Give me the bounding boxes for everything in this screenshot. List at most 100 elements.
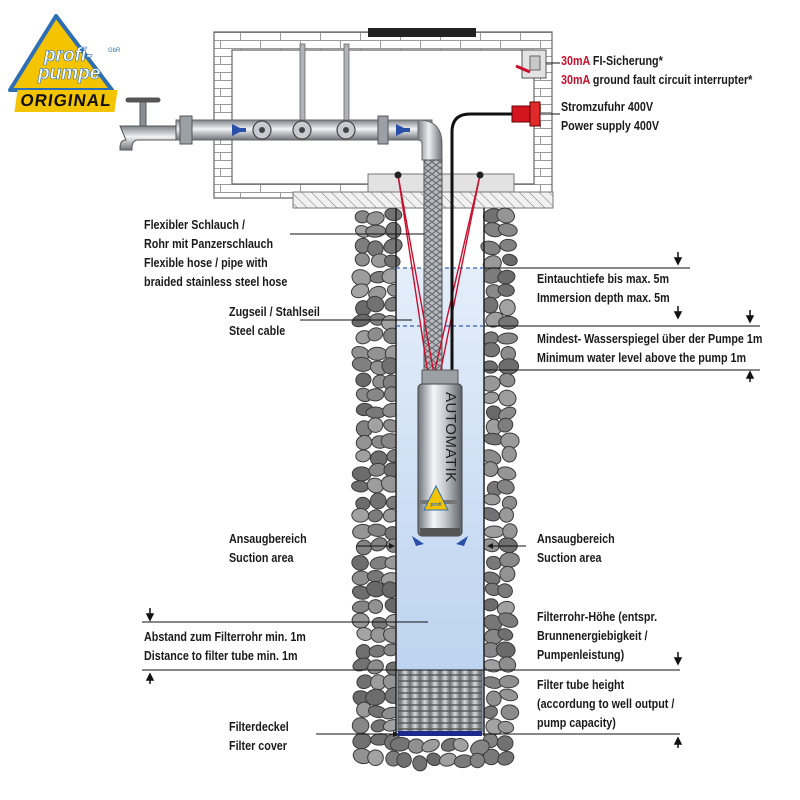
distance-label-de: Abstand zum Filterrohr min. 1m — [144, 630, 306, 644]
stone — [497, 269, 516, 285]
hose-label-2: Rohr mit Panzerschlauch — [144, 237, 274, 251]
pump-logo-icon — [423, 484, 449, 511]
stone — [351, 480, 369, 493]
stone — [498, 389, 517, 407]
stone — [480, 240, 501, 256]
suction-arrow-left — [412, 536, 424, 546]
immersion-label-en: Immersion depth max. 5m — [537, 291, 670, 305]
stone — [497, 223, 518, 237]
cable-label-en: Steel cable — [229, 324, 286, 338]
stone — [367, 509, 383, 523]
stone — [412, 755, 428, 772]
stone — [367, 749, 384, 767]
logo-mark: GbR — [108, 48, 121, 54]
shaft-lid — [368, 28, 476, 37]
leader-lines — [142, 233, 760, 737]
stone — [498, 612, 519, 628]
hose-label-4: braided stainless steel hose — [144, 275, 288, 289]
suction-arrow-right — [456, 536, 468, 546]
stone — [350, 283, 370, 299]
stone — [498, 315, 519, 330]
stone — [351, 356, 373, 372]
stone — [355, 372, 372, 388]
fi-breaker — [515, 49, 547, 79]
logo-original-badge: ORIGINAL — [14, 90, 118, 112]
stone — [354, 252, 370, 267]
stone — [498, 358, 520, 375]
stone — [367, 327, 384, 342]
stone — [369, 492, 387, 510]
outlet-pipe — [119, 43, 443, 161]
stone — [383, 238, 403, 254]
stone — [500, 704, 520, 721]
stone — [351, 507, 370, 523]
stone — [396, 752, 412, 768]
logo-line2: pumpe — [38, 63, 101, 84]
immersion-label-de: Eintauchtiefe bis max. 5m — [537, 272, 670, 286]
hose-label-1: Flexibler Schlauch / — [144, 218, 245, 232]
stone — [367, 599, 384, 614]
power-cable — [450, 112, 514, 372]
stone — [497, 750, 515, 766]
steel-cables — [397, 174, 481, 375]
fi-label-en: 30mA ground fault circuit interrupter* — [561, 73, 753, 87]
stone — [497, 583, 513, 599]
stone — [366, 388, 385, 402]
pump-label: AUTOMATIK — [442, 392, 459, 483]
brand-logo: profi- pumpe ORIGINAL GbR — [8, 12, 120, 112]
stone — [498, 656, 517, 673]
minlevel-label-de: Mindest- Wasserspiegel über der Pumpe 1m — [537, 332, 763, 346]
stone — [355, 434, 373, 451]
stone — [497, 466, 517, 481]
stone — [483, 525, 505, 539]
stone — [498, 675, 520, 689]
stone — [366, 477, 385, 494]
minlevel-label-en: Minimum water level above the pump 1m — [537, 351, 747, 365]
stone — [482, 342, 501, 358]
valve-3 — [336, 120, 356, 140]
stone — [497, 283, 515, 297]
dimension-arrows — [145, 252, 755, 748]
stone — [469, 752, 486, 769]
stone — [497, 720, 515, 734]
power-label-de: Stromzufuhr 400V — [561, 100, 653, 114]
hose-label-3: Flexible hose / pipe with — [144, 256, 268, 270]
braided-hose — [423, 159, 443, 371]
stone — [497, 628, 514, 641]
power-plug — [511, 101, 541, 127]
stone — [499, 372, 516, 388]
filterheight-label-2: Brunnenergiebigkeit / — [537, 629, 648, 643]
filter-tube — [397, 669, 483, 736]
filtertube-label-3: pump capacity) — [537, 716, 616, 730]
stone — [497, 332, 518, 345]
filterheight-label-1: Filterrohr-Höhe (entspr. — [537, 610, 658, 624]
stone — [366, 295, 385, 313]
suction-left-en: Suction area — [229, 551, 294, 565]
stone — [351, 717, 370, 734]
stone — [470, 739, 490, 756]
filtertube-label-1: Filter tube height — [537, 678, 625, 692]
stone — [498, 537, 518, 554]
stone — [351, 466, 372, 482]
distance-label-en: Distance to filter tube min. 1m — [144, 649, 298, 663]
stone — [355, 539, 372, 556]
stone — [367, 417, 384, 433]
stone — [499, 552, 520, 568]
filter-cover-label-en: Filter cover — [229, 739, 287, 753]
filterheight-label-3: Pumpenleistung) — [537, 648, 625, 662]
stone — [501, 445, 517, 463]
stone — [498, 507, 515, 523]
stone — [385, 221, 402, 239]
logo-line1: profi- — [44, 45, 93, 66]
stone — [499, 688, 519, 702]
stone — [499, 565, 516, 583]
svg-text:profi: profi — [430, 502, 442, 508]
stone — [496, 735, 514, 752]
stone — [384, 207, 403, 222]
filtertube-label-2: (accordung to well output / — [537, 697, 675, 711]
stone — [499, 238, 517, 252]
valve-1 — [252, 120, 272, 140]
well-bottom-stones — [389, 736, 490, 772]
fi-label-de: 30mA FI-Sicherung* — [561, 54, 663, 68]
